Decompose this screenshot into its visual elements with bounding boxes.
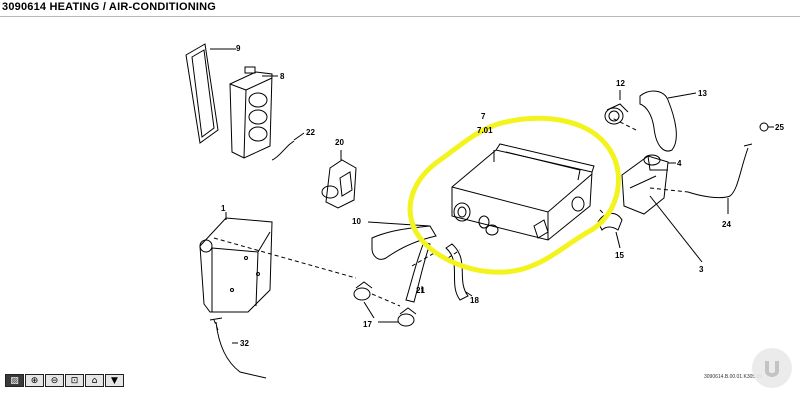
home-icon: ⌂ xyxy=(91,375,98,386)
callout-3[interactable]: 3 xyxy=(699,265,704,274)
leader-17a xyxy=(363,301,375,319)
callout-1[interactable]: 1 xyxy=(221,204,226,213)
part-17-caps[interactable] xyxy=(353,281,417,327)
watermark-glyph xyxy=(765,361,779,377)
assembly-lines xyxy=(213,117,689,331)
part-18-hose[interactable] xyxy=(445,243,469,301)
zoom-window-button[interactable]: ⊡ xyxy=(65,374,84,387)
part-21-hose[interactable] xyxy=(405,241,431,303)
hatch-icon: ▨ xyxy=(10,375,19,386)
callout-18[interactable]: 18 xyxy=(470,296,479,305)
callout-25[interactable]: 25 xyxy=(775,123,784,132)
callout-20[interactable]: 20 xyxy=(335,138,344,147)
callout-7-01[interactable]: 7.01 xyxy=(477,126,493,135)
zoom-in-icon: ⊕ xyxy=(30,375,39,386)
part-22-cable[interactable] xyxy=(271,140,295,161)
callout-24[interactable]: 24 xyxy=(722,220,731,229)
callout-7[interactable]: 7 xyxy=(481,112,486,121)
zoom-window-icon: ⊡ xyxy=(70,375,79,386)
dropdown-button[interactable]: ▼ xyxy=(105,374,124,387)
leader-13 xyxy=(667,92,697,99)
leader-3 xyxy=(649,195,703,263)
part-8-vent-panel[interactable] xyxy=(229,66,273,159)
leader-10 xyxy=(367,221,431,227)
part-1-heater-box[interactable] xyxy=(199,217,273,313)
page-title: 3090614 HEATING / AIR-CONDITIONING xyxy=(2,1,217,13)
callout-12[interactable]: 12 xyxy=(616,79,625,88)
part-10-hose[interactable] xyxy=(371,225,437,260)
part-13-elbow-hose[interactable] xyxy=(639,90,677,152)
part-12-vent-cap[interactable] xyxy=(604,103,629,125)
part-7-heater-unit[interactable] xyxy=(451,143,595,241)
viewer-toolbar: ▨ ⊕ ⊖ ⊡ ⌂ ▼ xyxy=(5,374,125,388)
part-32-hose[interactable] xyxy=(215,321,267,379)
callout-17[interactable]: 17 xyxy=(363,320,372,329)
callout-9[interactable]: 9 xyxy=(236,44,241,53)
zoom-out-button[interactable]: ⊖ xyxy=(45,374,64,387)
callout-8[interactable]: 8 xyxy=(280,72,285,81)
part-20-duct-adapter[interactable] xyxy=(321,159,357,209)
leader-22 xyxy=(293,132,305,141)
callout-32[interactable]: 32 xyxy=(240,339,249,348)
callout-4[interactable]: 4 xyxy=(677,159,682,168)
callout-15[interactable]: 15 xyxy=(615,251,624,260)
callout-22[interactable]: 22 xyxy=(306,128,315,137)
diagram-reference-code: 3090614.B.00.01.K305.09 xyxy=(704,374,762,380)
zoom-out-icon: ⊖ xyxy=(50,375,59,386)
part-24-tube[interactable] xyxy=(687,147,749,199)
brand-watermark-icon xyxy=(752,348,792,388)
select-tool-button[interactable]: ▨ xyxy=(5,374,24,387)
callout-21[interactable]: 21 xyxy=(416,286,425,295)
callout-13[interactable]: 13 xyxy=(698,89,707,98)
leader-15 xyxy=(615,231,621,249)
part-4-unit[interactable] xyxy=(621,154,669,215)
highlight-outline xyxy=(407,115,621,275)
callout-10[interactable]: 10 xyxy=(352,217,361,226)
home-button[interactable]: ⌂ xyxy=(85,374,104,387)
part-25-clamp[interactable] xyxy=(759,122,774,132)
part-9-gasket[interactable] xyxy=(185,43,219,144)
chevron-down-icon: ▼ xyxy=(111,375,118,386)
zoom-in-button[interactable]: ⊕ xyxy=(25,374,44,387)
title-divider xyxy=(0,16,800,17)
leader-18 xyxy=(465,291,473,297)
